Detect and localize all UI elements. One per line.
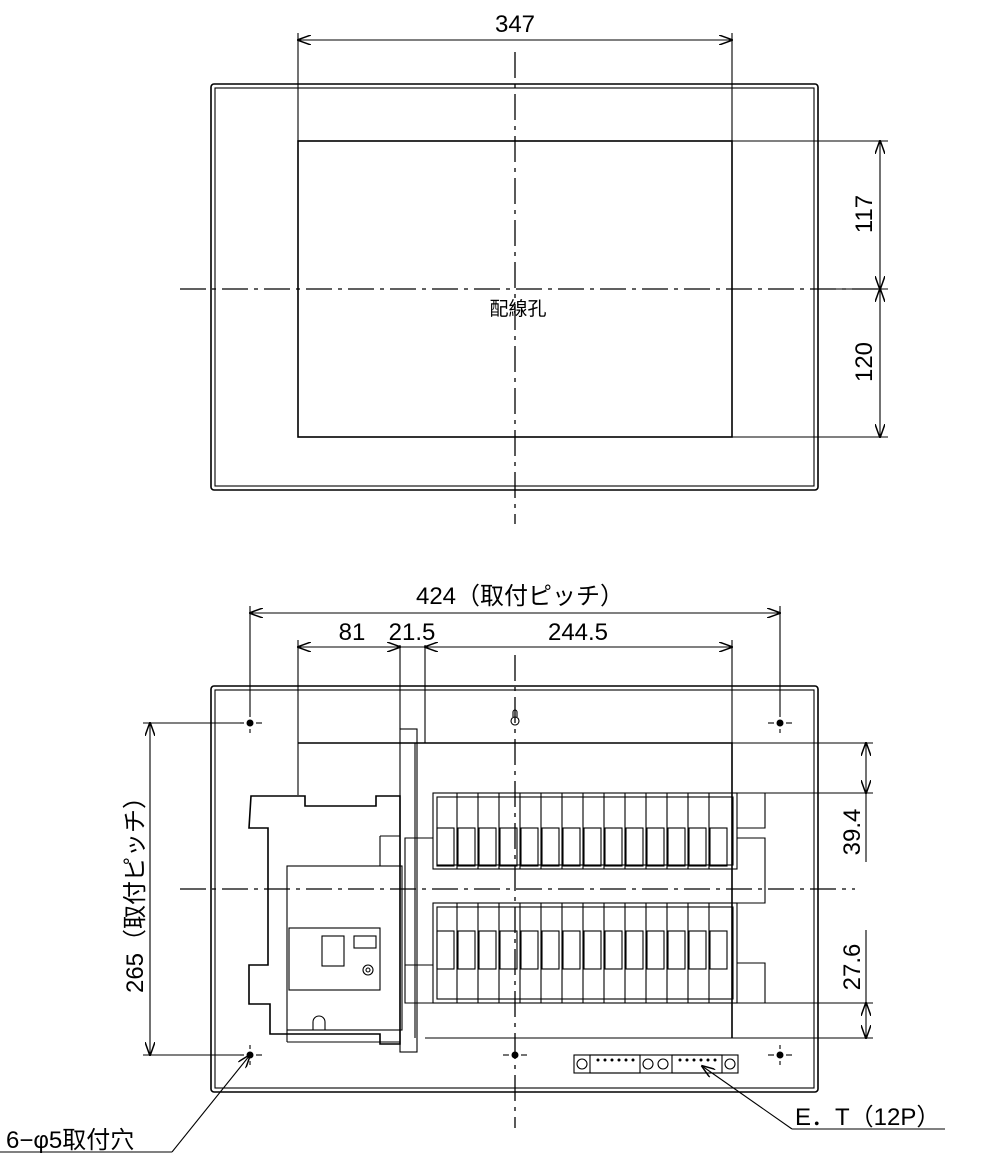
dim-39-4-text: 39.4 bbox=[839, 809, 866, 856]
branch-breakers-top bbox=[432, 792, 738, 870]
terminal-leader bbox=[702, 1066, 793, 1130]
holes-label: 6−φ5取付穴 bbox=[6, 1127, 134, 1154]
mounting-hole bbox=[768, 1045, 792, 1065]
terminal-block bbox=[573, 1054, 739, 1074]
top-view: 347 117 120 配線孔 bbox=[180, 11, 888, 524]
dim-244-5-text: 244.5 bbox=[548, 619, 608, 646]
mounting-hole bbox=[240, 1045, 262, 1065]
mounting-hole bbox=[768, 713, 792, 733]
dim-81-text: 81 bbox=[339, 619, 366, 646]
dim-27-6-text: 27.6 bbox=[839, 944, 866, 991]
holes-leader bbox=[171, 1055, 250, 1153]
terminal-label: E．T（12P） bbox=[795, 1104, 940, 1131]
right-side-brackets bbox=[404, 792, 766, 1004]
dim-424-text: 424（取付ピッチ） bbox=[416, 583, 624, 610]
main-breaker bbox=[248, 795, 403, 1045]
mounting-hole bbox=[240, 713, 262, 733]
front-view: 424（取付ピッチ） 81 21.5 244.5 265（取付ピッチ） 39.4… bbox=[0, 583, 945, 1154]
wiring-hole-label: 配線孔 bbox=[489, 298, 546, 320]
keyhole-hanger bbox=[510, 709, 520, 726]
branch-breakers-bottom bbox=[432, 902, 738, 1004]
busbar-strip bbox=[399, 645, 426, 1053]
dim-265-text: 265（取付ピッチ） bbox=[122, 785, 149, 993]
dim-117-text: 117 bbox=[851, 195, 878, 233]
dim-120-text: 120 bbox=[851, 342, 878, 382]
dim-21-5-text: 21.5 bbox=[389, 619, 436, 646]
dim-347-text: 347 bbox=[495, 11, 535, 38]
mounting-hole bbox=[503, 1051, 527, 1059]
